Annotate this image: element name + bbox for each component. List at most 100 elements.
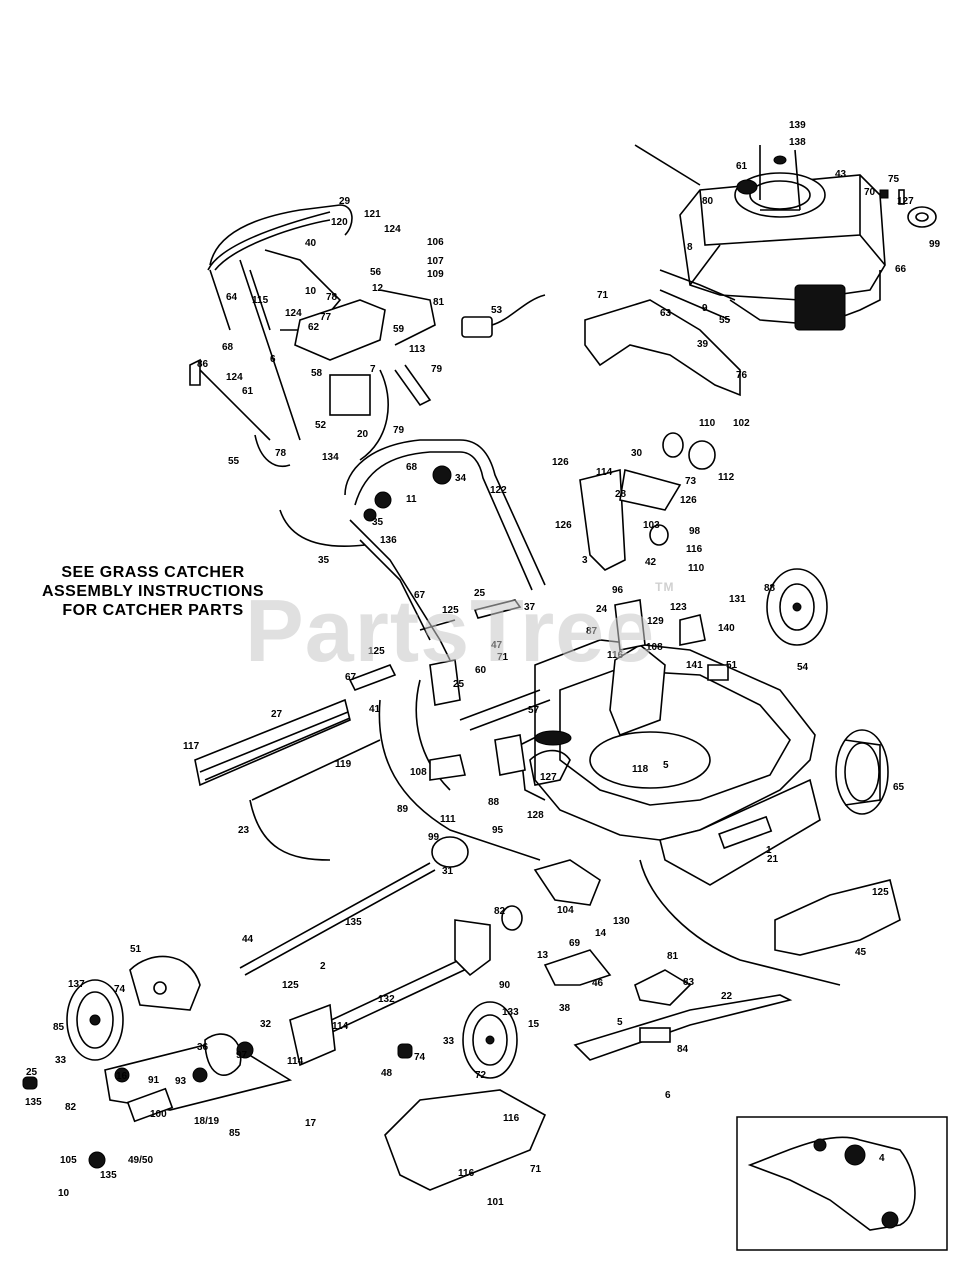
callout: 126	[552, 457, 569, 468]
catcher-note: SEE GRASS CATCHER ASSEMBLY INSTRUCTIONS …	[18, 563, 288, 620]
axle-rod	[309, 954, 476, 1041]
callout: 96	[612, 585, 624, 596]
callout: 105	[60, 1155, 77, 1166]
callout: 47	[491, 640, 503, 651]
callout: 41	[369, 704, 381, 715]
callout: 13	[537, 950, 549, 961]
callout: 120	[331, 217, 348, 228]
engine-assembly	[634, 144, 937, 331]
callout: 89	[397, 804, 409, 815]
callout: 124	[226, 372, 243, 383]
small-parts	[22, 432, 729, 1090]
rear-shield	[384, 1089, 547, 1191]
callout: 91	[148, 1075, 160, 1086]
callout: 140	[718, 623, 735, 634]
callout: 107	[427, 256, 444, 267]
callout: 71	[597, 290, 609, 301]
callout: 81	[667, 951, 679, 962]
callout: 68	[222, 342, 234, 353]
callout: 6	[270, 354, 276, 365]
callout: 79	[393, 425, 405, 436]
callout: 66	[895, 264, 907, 275]
callout: 116	[686, 544, 703, 555]
bracket-13	[543, 949, 612, 986]
callout: 100	[150, 1109, 167, 1120]
callout: 112	[718, 472, 735, 483]
callout: 122	[490, 485, 507, 496]
belt-inset	[736, 1116, 948, 1251]
wheel-front-left	[462, 1001, 518, 1079]
callout: 36	[197, 1042, 209, 1053]
callout: 6	[665, 1090, 671, 1101]
callout: 46	[592, 978, 604, 989]
wheel-rear-right	[766, 568, 828, 646]
callout: 29	[339, 196, 351, 207]
callout: 22	[721, 991, 733, 1002]
callout: 114	[596, 467, 613, 478]
callout: 11	[406, 494, 417, 505]
callout: 87	[586, 626, 598, 637]
note-line-3: FOR CATCHER PARTS	[62, 602, 244, 619]
callout: 116	[503, 1113, 520, 1124]
callout: 85	[53, 1022, 65, 1033]
callout: 15	[528, 1019, 540, 1030]
callout: 2	[320, 961, 326, 972]
callout: 98	[689, 526, 701, 537]
callout: 55	[228, 456, 240, 467]
callout: 99	[929, 239, 941, 250]
callout: 128	[527, 810, 544, 821]
callout: 102	[733, 418, 750, 429]
callout: 59	[393, 324, 405, 335]
callout: 136	[380, 535, 397, 546]
callout: 115	[252, 295, 269, 306]
callout: 110	[699, 418, 716, 429]
callout: 118	[632, 764, 649, 775]
callout: 90	[499, 980, 511, 991]
callout: 27	[271, 709, 283, 720]
callout: 88	[764, 583, 776, 594]
callout: 74	[114, 984, 126, 995]
rear-axle	[239, 862, 436, 976]
callout: 61	[242, 386, 254, 397]
callout: 74	[414, 1052, 426, 1063]
callout: 123	[670, 602, 687, 613]
callout: 95	[492, 825, 504, 836]
callout: 111	[440, 814, 456, 825]
callout: 139	[789, 120, 806, 131]
handle-assembly	[189, 204, 436, 467]
callout: 135	[345, 917, 362, 928]
callout: 88	[488, 797, 500, 808]
catcher-frame-outline	[249, 679, 541, 861]
callout: 60	[475, 665, 487, 676]
callout: 43	[835, 169, 847, 180]
callout: 80	[702, 196, 714, 207]
mower-deck	[519, 639, 821, 886]
callout: 67	[414, 590, 426, 601]
watermark-tm: TM	[655, 580, 675, 594]
watermark-text: PartsTree	[245, 581, 656, 680]
callout: 116	[458, 1168, 475, 1179]
callout: 135	[100, 1170, 117, 1181]
callout: 56	[370, 267, 382, 278]
callout: 53	[491, 305, 503, 316]
callout: 34	[455, 473, 467, 484]
callout: 119	[335, 759, 352, 770]
callout: 137	[68, 979, 85, 990]
callout: 45	[855, 947, 867, 958]
callout: 132	[378, 994, 395, 1005]
callout: 49/50	[128, 1155, 153, 1166]
callout: 38	[559, 1003, 571, 1014]
callout: 23	[238, 825, 250, 836]
callout: 4	[879, 1153, 885, 1164]
callout: 127	[897, 196, 914, 207]
engine-mount-46	[634, 969, 692, 1006]
callout: 67	[345, 672, 357, 683]
callout: 109	[427, 269, 444, 280]
callout: 99	[428, 832, 440, 843]
callout: 83	[683, 977, 695, 988]
callout: 86	[197, 359, 209, 370]
callout: 138	[789, 137, 806, 148]
callout: 33	[55, 1055, 67, 1066]
callout: 40	[305, 238, 317, 249]
callout: 134	[322, 452, 339, 463]
